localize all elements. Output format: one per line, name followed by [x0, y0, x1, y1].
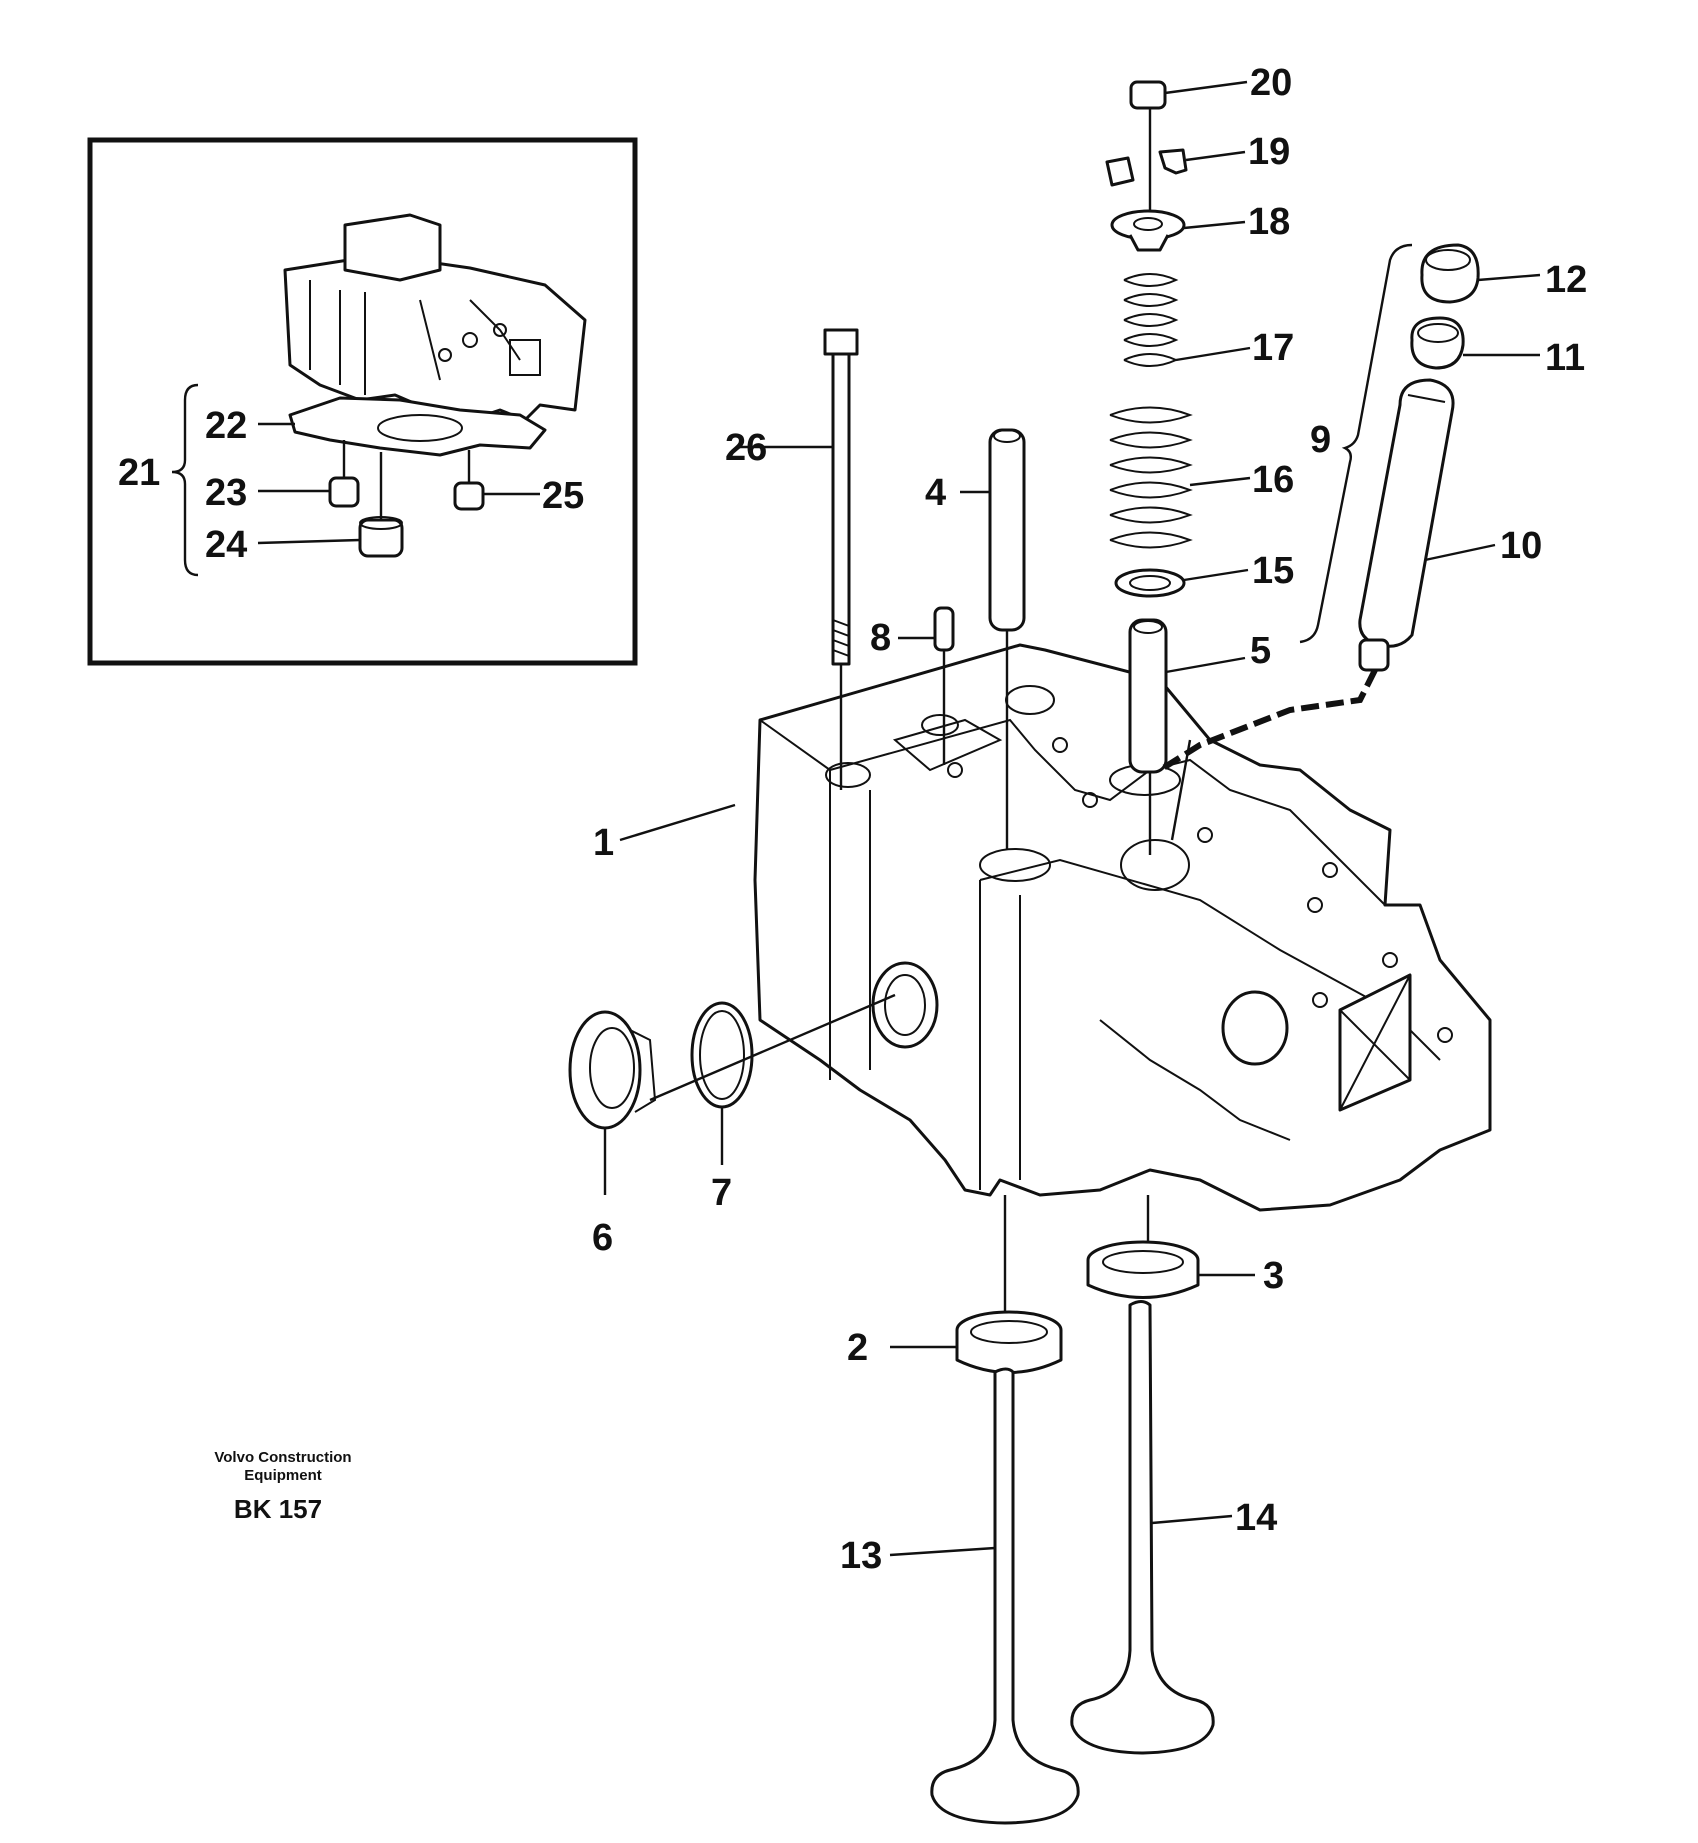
callout-5: 5 — [1250, 630, 1271, 672]
callout-25: 25 — [542, 475, 584, 517]
intake-valve-13 — [889, 1367, 1080, 1825]
valve-stack — [1105, 80, 1251, 855]
brand-block: Volvo Construction Equipment BK 157 — [214, 1449, 351, 1524]
valve-seat-2 — [890, 1195, 1063, 1374]
dowel-pin-8 — [898, 606, 955, 765]
callout-23: 23 — [205, 472, 247, 514]
plug-6 — [568, 1010, 657, 1195]
callout-1: 1 — [593, 822, 614, 864]
callout-2: 2 — [847, 1327, 868, 1369]
callout-17: 17 — [1252, 327, 1294, 369]
inset-cylinder-head — [283, 213, 587, 422]
callout-8: 8 — [870, 617, 891, 659]
sealing-ring-7 — [690, 1001, 754, 1165]
injector-sleeve-assembly — [1158, 243, 1541, 841]
brace-21 — [171, 383, 199, 577]
callout-24: 24 — [205, 524, 247, 566]
callout-16: 16 — [1252, 459, 1294, 501]
callout-12: 12 — [1545, 259, 1587, 301]
callout-11: 11 — [1545, 337, 1585, 379]
callout-4: 4 — [925, 472, 946, 514]
callout-20: 20 — [1250, 62, 1292, 104]
inset-seal-25 — [453, 450, 485, 511]
callout-9: 9 — [1310, 419, 1331, 461]
inset-panel — [87, 137, 638, 666]
callout-7: 7 — [711, 1172, 732, 1214]
inset-gasket — [288, 396, 547, 457]
callout-labels: 1 2 3 4 5 6 7 8 9 10 11 12 13 14 15 16 1… — [118, 62, 1587, 1577]
bolt-26 — [740, 328, 859, 790]
cylinder-head — [753, 643, 1492, 1212]
callout-6: 6 — [592, 1217, 613, 1259]
callout-22: 22 — [205, 405, 247, 447]
brand-line-1: Volvo Construction — [214, 1449, 351, 1466]
exhaust-valve-14 — [1070, 1300, 1233, 1755]
callout-15: 15 — [1252, 550, 1294, 592]
inset-seal-24 — [358, 452, 404, 558]
callout-3: 3 — [1263, 1255, 1284, 1297]
callout-19: 19 — [1248, 131, 1290, 173]
valve-guide-4 — [960, 428, 1026, 850]
callout-13: 13 — [840, 1535, 882, 1577]
callout-21: 21 — [118, 452, 160, 494]
callout-18: 18 — [1248, 201, 1290, 243]
valve-seat-3 — [1086, 1195, 1255, 1299]
diagram-code: BK 157 — [234, 1494, 322, 1524]
callout-14: 14 — [1235, 1497, 1277, 1539]
inset-seal-23 — [328, 440, 360, 508]
brand-line-2: Equipment — [244, 1467, 322, 1484]
callout-26: 26 — [725, 427, 767, 469]
callout-10: 10 — [1500, 525, 1542, 567]
